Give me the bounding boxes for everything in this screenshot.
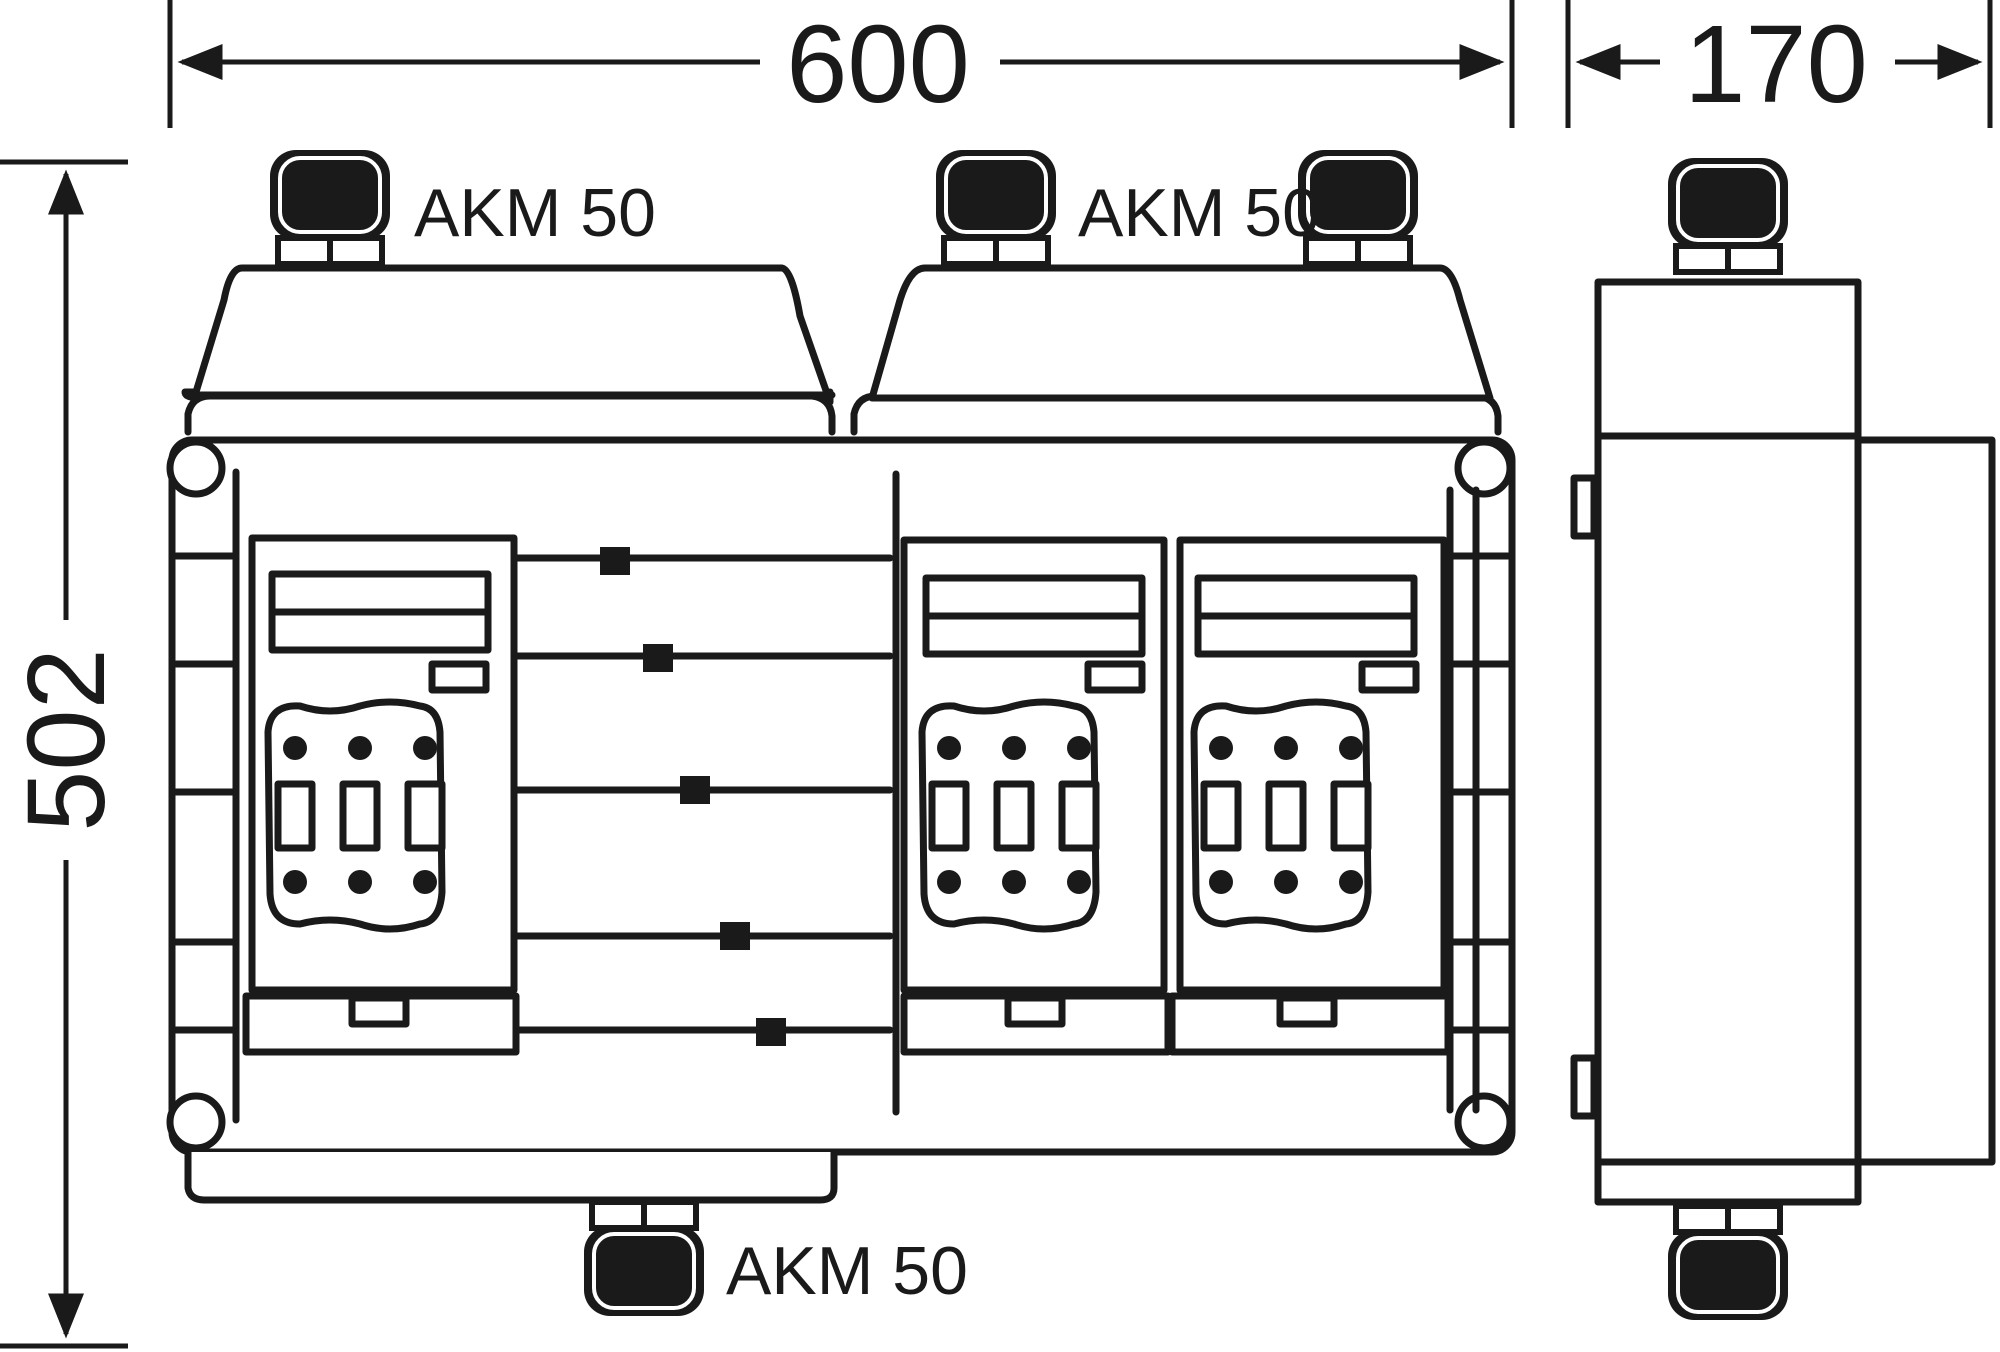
terminal-icon <box>643 644 673 672</box>
cable-gland-icon <box>936 150 1056 264</box>
terminal-icon <box>756 1018 786 1046</box>
cable-gland-icon <box>1668 158 1788 272</box>
hinge <box>1570 474 1598 540</box>
terminal-icon <box>720 922 750 950</box>
front-view: AKM 50 AKM 50 AKM 50 <box>166 150 1516 1316</box>
fuse-switch-left <box>242 534 520 1056</box>
gland-label-bottom: AKM 50 <box>726 1233 968 1309</box>
cable-gland-icon <box>270 150 390 264</box>
side-view <box>1570 158 1996 1320</box>
screw-icon <box>166 1092 226 1152</box>
screw-icon <box>1454 1092 1514 1152</box>
height-dimension: 502 <box>0 159 128 1349</box>
bottom-lip <box>184 1148 838 1204</box>
depth-dimension: 170 <box>1565 0 1993 128</box>
cable-gland-icon <box>1668 1206 1788 1320</box>
side-body <box>1594 278 1862 1206</box>
gland-label-top-left: AKM 50 <box>414 175 656 251</box>
fuse-switch-middle <box>900 536 1172 1056</box>
fuse-switch-icon <box>268 702 442 929</box>
terminal-icon <box>600 547 630 575</box>
cover-left <box>181 264 834 406</box>
width-dimension: 600 <box>167 0 1515 128</box>
gland-label-top-right: AKM 50 <box>1078 175 1320 251</box>
fuse-switch-right <box>1168 536 1452 1056</box>
cable-gland-icon <box>584 1202 704 1316</box>
height-value: 502 <box>5 648 128 832</box>
width-value: 600 <box>786 3 970 126</box>
screw-icon <box>166 438 226 498</box>
screw-icon <box>1454 438 1514 498</box>
side-cover <box>1854 436 1996 1166</box>
terminal-icon <box>680 776 710 804</box>
hinge <box>1570 1054 1598 1120</box>
cover-right <box>868 264 1494 402</box>
fuse-switch-icon <box>1194 702 1368 929</box>
fuse-switch-icon <box>922 702 1096 929</box>
depth-value: 170 <box>1684 3 1868 126</box>
